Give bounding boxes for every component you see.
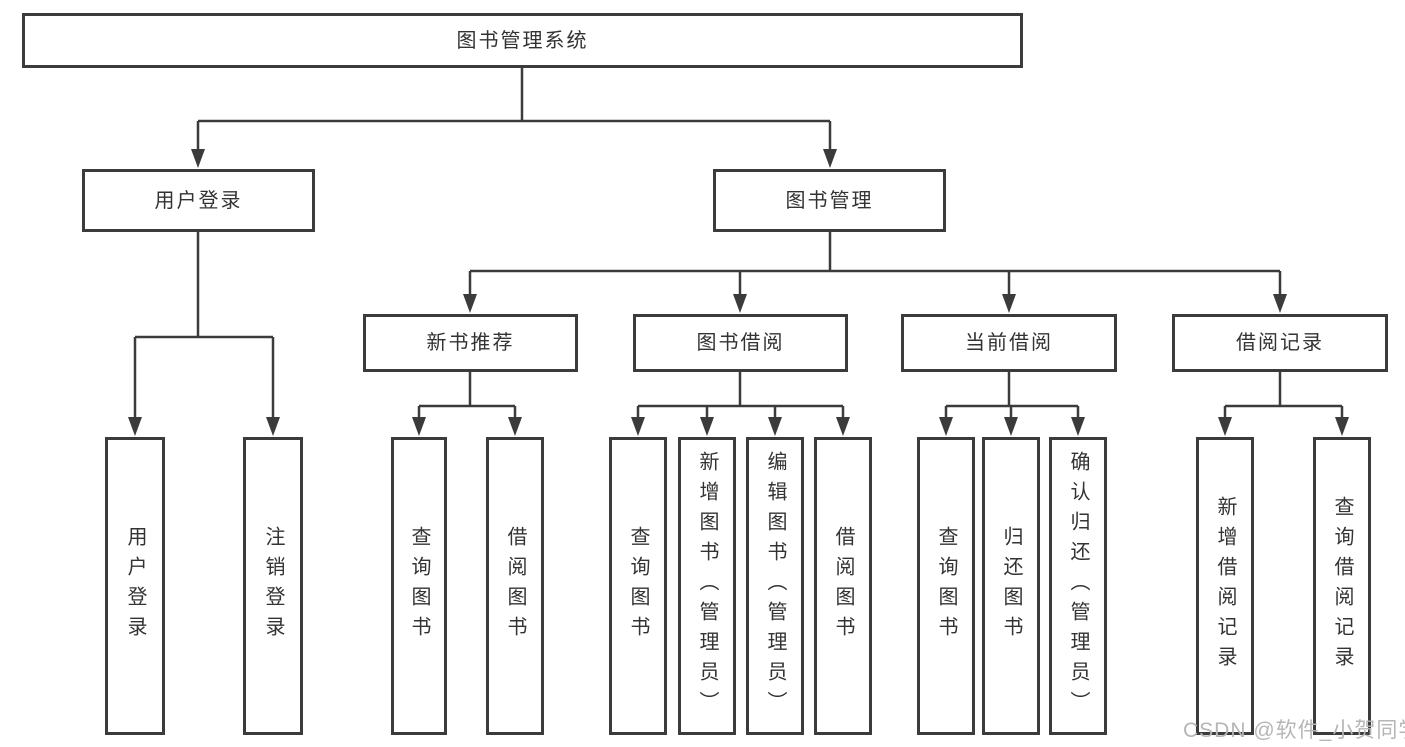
leaf-newbooks-borrow-label: 借阅图书	[504, 526, 526, 646]
node-current-borrow: 当前借阅	[901, 314, 1117, 372]
watermark: CSDN @软件_小贺同学	[1183, 719, 1405, 742]
node-borrow-records-label: 借阅记录	[1236, 332, 1324, 354]
leaf-borrow-query-label: 查询图书	[627, 526, 649, 646]
node-user-login-label: 用户登录	[154, 189, 243, 212]
node-current-borrow-label: 当前借阅	[965, 332, 1053, 354]
leaf-current-confirm-label: 确认归还（管理员）	[1067, 451, 1089, 721]
leaf-borrow-edit-label: 编辑图书（管理员）	[764, 451, 786, 721]
node-book-borrow-label: 图书借阅	[696, 332, 785, 354]
leaf-borrow-add: 新增图书（管理员）	[678, 437, 736, 735]
leaf-borrow-borrow-label: 借阅图书	[832, 526, 854, 646]
leaf-logout-label: 注销登录	[262, 526, 284, 646]
leaf-user-login-label: 用户登录	[124, 526, 146, 646]
leaf-current-query: 查询图书	[917, 437, 975, 735]
node-user-login: 用户登录	[82, 169, 315, 232]
node-root: 图书管理系统	[22, 13, 1023, 68]
node-new-books-label: 新书推荐	[426, 332, 515, 354]
leaf-records-query-label: 查询借阅记录	[1331, 496, 1353, 676]
leaf-logout: 注销登录	[243, 437, 303, 735]
leaf-records-add-label: 新增借阅记录	[1214, 496, 1236, 676]
node-root-label: 图书管理系统	[456, 29, 589, 52]
node-book-mgmt-label: 图书管理	[785, 189, 874, 212]
leaf-current-return-label: 归还图书	[1000, 526, 1022, 646]
leaf-newbooks-query: 查询图书	[391, 437, 447, 735]
node-borrow-records: 借阅记录	[1172, 314, 1388, 372]
leaf-borrow-edit: 编辑图书（管理员）	[746, 437, 804, 735]
leaf-records-query: 查询借阅记录	[1313, 437, 1371, 735]
leaf-current-confirm: 确认归还（管理员）	[1049, 437, 1107, 735]
leaf-newbooks-borrow: 借阅图书	[486, 437, 544, 735]
node-book-borrow: 图书借阅	[633, 314, 848, 372]
leaf-borrow-query: 查询图书	[609, 437, 667, 735]
leaf-records-add: 新增借阅记录	[1196, 437, 1254, 735]
arrowheads	[128, 149, 1349, 436]
leaf-current-return: 归还图书	[982, 437, 1040, 735]
leaf-borrow-add-label: 新增图书（管理员）	[696, 451, 718, 721]
leaf-borrow-borrow: 借阅图书	[814, 437, 872, 735]
leaf-current-query-label: 查询图书	[935, 526, 957, 646]
leaf-newbooks-query-label: 查询图书	[408, 526, 430, 646]
node-book-mgmt: 图书管理	[713, 169, 946, 232]
leaf-user-login: 用户登录	[105, 437, 165, 735]
node-new-books: 新书推荐	[363, 314, 578, 372]
